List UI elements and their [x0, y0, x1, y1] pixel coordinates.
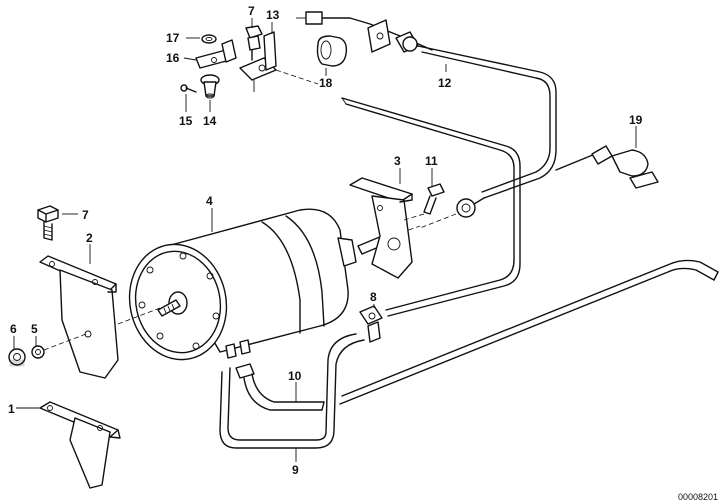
callout-11: 11 — [425, 154, 438, 168]
callout-19: 19 — [629, 113, 643, 127]
part-15-screw — [180, 84, 197, 93]
part-14-grommet — [200, 74, 220, 99]
part-2-bracket — [39, 255, 119, 379]
callout-10: 10 — [288, 369, 302, 383]
part-3-bracket — [349, 177, 413, 279]
callout-17: 17 — [166, 31, 180, 45]
callout-1: 1 — [8, 402, 15, 416]
vacuum-line-upper — [341, 97, 521, 317]
part-5-washer — [31, 345, 45, 359]
callout-14: 14 — [203, 114, 217, 128]
part-1-bracket — [39, 401, 121, 489]
part-4-canister — [128, 208, 357, 361]
reference-number: 00008201 — [678, 492, 718, 502]
callout-13: 13 — [266, 8, 280, 22]
callout-4: 4 — [206, 194, 213, 208]
part-16-bracket — [195, 39, 237, 69]
part-11-bolt — [423, 183, 445, 215]
callout-15: 15 — [179, 114, 193, 128]
part-17-washer — [201, 34, 217, 44]
part-18-boot — [316, 35, 348, 67]
callout-7-top: 7 — [248, 4, 255, 18]
part-8-connector — [359, 305, 383, 343]
callout-18: 18 — [319, 76, 333, 90]
part-6-nut — [8, 348, 26, 367]
callout-6: 6 — [10, 322, 17, 336]
part-7-bolt-top — [245, 25, 263, 61]
part-7-bolt-left — [37, 205, 59, 241]
callout-3: 3 — [394, 154, 401, 168]
callout-8: 8 — [370, 290, 377, 304]
part-19-clip — [591, 145, 659, 189]
callout-16: 16 — [166, 51, 180, 65]
part-12-cable — [296, 11, 601, 229]
callout-12: 12 — [438, 76, 452, 90]
callout-9: 9 — [292, 463, 299, 477]
part-9-hose — [219, 333, 365, 449]
callout-5: 5 — [31, 322, 38, 336]
part-10-hose — [235, 363, 325, 411]
callout-7-left: 7 — [82, 208, 89, 222]
vacuum-line-lower — [339, 259, 719, 405]
callout-2: 2 — [86, 231, 93, 245]
